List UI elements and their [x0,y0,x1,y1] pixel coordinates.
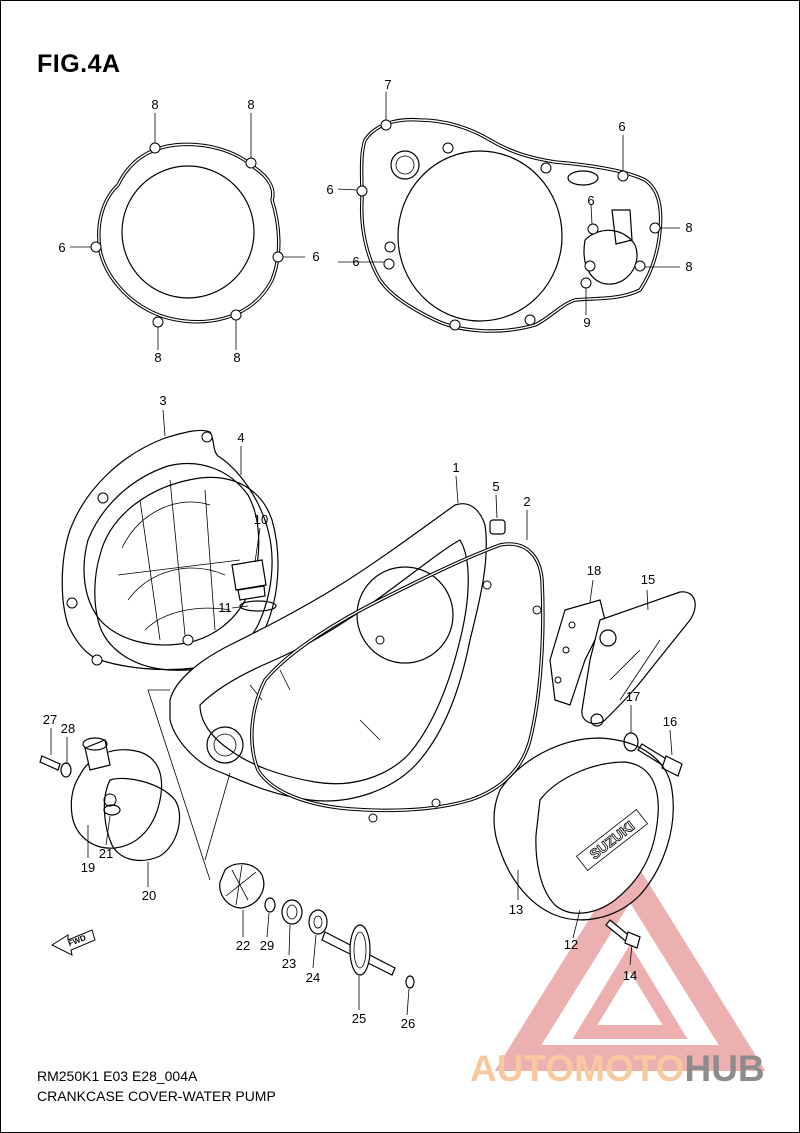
callout-8: 8 [685,259,692,274]
callout-23: 23 [282,956,296,971]
callout-11: 11 [218,600,232,615]
callout-4: 4 [237,430,244,445]
callout-numbers: 8 8 6 6 8 8 7 6 6 6 8 6 8 9 3 4 10 11 1 … [43,77,693,1031]
callout-29: 29 [260,938,274,953]
callout-8: 8 [685,220,692,235]
callout-6: 6 [618,119,625,134]
callout-26: 26 [401,1016,415,1031]
callout-6: 6 [326,182,333,197]
figure-title: FIG.4A [37,50,121,78]
watermark-text-part2: HUB [684,1048,765,1089]
guard-plates [549,591,696,727]
callout-27: 27 [43,712,57,727]
callout-24: 24 [306,970,320,985]
crankcase-cover-gasket [250,542,545,823]
callout-12: 12 [564,937,578,952]
forward-arrow-icon: FWD [50,929,96,956]
leader-lines [50,92,680,1016]
magneto-cover: SUZUKI [535,761,659,914]
washer-and-bolt [623,732,683,777]
magneto-cover-gasket [493,737,674,921]
clutch-cover-gasket-top [90,142,284,328]
clutch-cover [61,429,273,671]
callout-10: 10 [254,512,268,527]
callout-25: 25 [352,1011,366,1026]
watermark-logo [494,853,766,1071]
water-pump-assembly [39,737,415,989]
callout-8: 8 [233,350,240,365]
callout-16: 16 [663,714,677,729]
callout-22: 22 [236,938,250,953]
model-code: RM250K1 E03 E28_004A [37,1068,198,1084]
callout-19: 19 [81,860,95,875]
callout-9: 9 [583,315,590,330]
callout-8: 8 [151,97,158,112]
crankcase-cover-gasket-top [356,117,663,333]
callout-13: 13 [509,902,523,917]
callout-8: 8 [154,350,161,365]
plug-and-o-ring [231,559,277,612]
callout-18: 18 [587,563,601,578]
callout-20: 20 [142,888,156,903]
callout-7: 7 [384,77,391,92]
callout-1: 1 [452,460,459,475]
callout-5: 5 [492,479,499,494]
magneto-bolt [605,919,641,949]
callout-6: 6 [312,249,319,264]
callout-17: 17 [626,689,640,704]
callout-15: 15 [641,572,655,587]
callout-21: 21 [99,846,113,861]
callout-8: 8 [247,97,254,112]
callout-2: 2 [523,494,530,509]
callout-6: 6 [587,193,594,208]
callout-28: 28 [61,721,75,736]
callout-14: 14 [623,968,637,983]
callout-3: 3 [159,393,166,408]
figure-caption: CRANKCASE COVER-WATER PUMP [37,1088,276,1104]
watermark-text-part1: AUTOMOTO [470,1048,685,1089]
callout-6: 6 [58,240,65,255]
watermark-text: AUTOMOTOHUB [470,1048,765,1090]
callout-6: 6 [352,254,359,269]
